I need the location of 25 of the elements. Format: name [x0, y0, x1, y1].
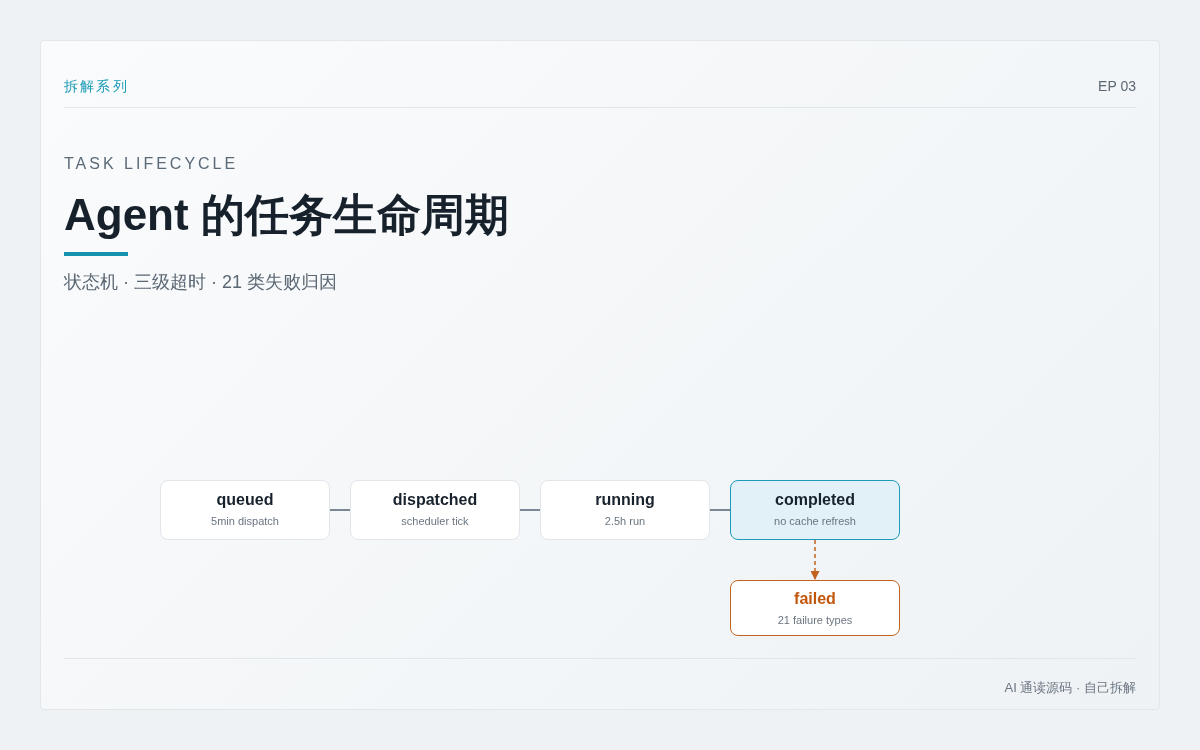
active-state-box — [730, 480, 900, 540]
state-note: 21 failure types — [777, 613, 853, 627]
episode-number: EP 03 — [1098, 78, 1136, 94]
state-name: dispatched — [392, 490, 478, 510]
state-note: scheduler tick — [401, 514, 469, 528]
footer-note: AI 通读源码 · 自己拆解 — [1004, 679, 1136, 697]
state-box — [540, 480, 710, 540]
series-tag: 拆解系列 — [64, 78, 129, 96]
state-name: queued — [216, 490, 274, 510]
state-name: failed — [794, 589, 836, 609]
section-eyebrow: TASK LIFECYCLE — [64, 155, 239, 173]
state-note: 5min dispatch — [211, 514, 279, 528]
connector-line — [709, 509, 731, 511]
state-name: completed — [775, 490, 855, 510]
state-box — [160, 480, 330, 540]
arrow — [810, 539, 820, 581]
state-name: running — [595, 490, 655, 510]
failure-state-box — [730, 580, 900, 636]
state-note: 2.5h run — [604, 514, 646, 528]
subtitle: 状态机 · 三级超时 · 21 类失败归因 — [64, 271, 337, 294]
slide-title: Agent 的任务生命周期 — [64, 189, 509, 241]
state-box — [350, 480, 520, 540]
connector-line — [329, 509, 351, 511]
state-note: no cache refresh — [774, 514, 856, 528]
connector-line — [519, 509, 541, 511]
